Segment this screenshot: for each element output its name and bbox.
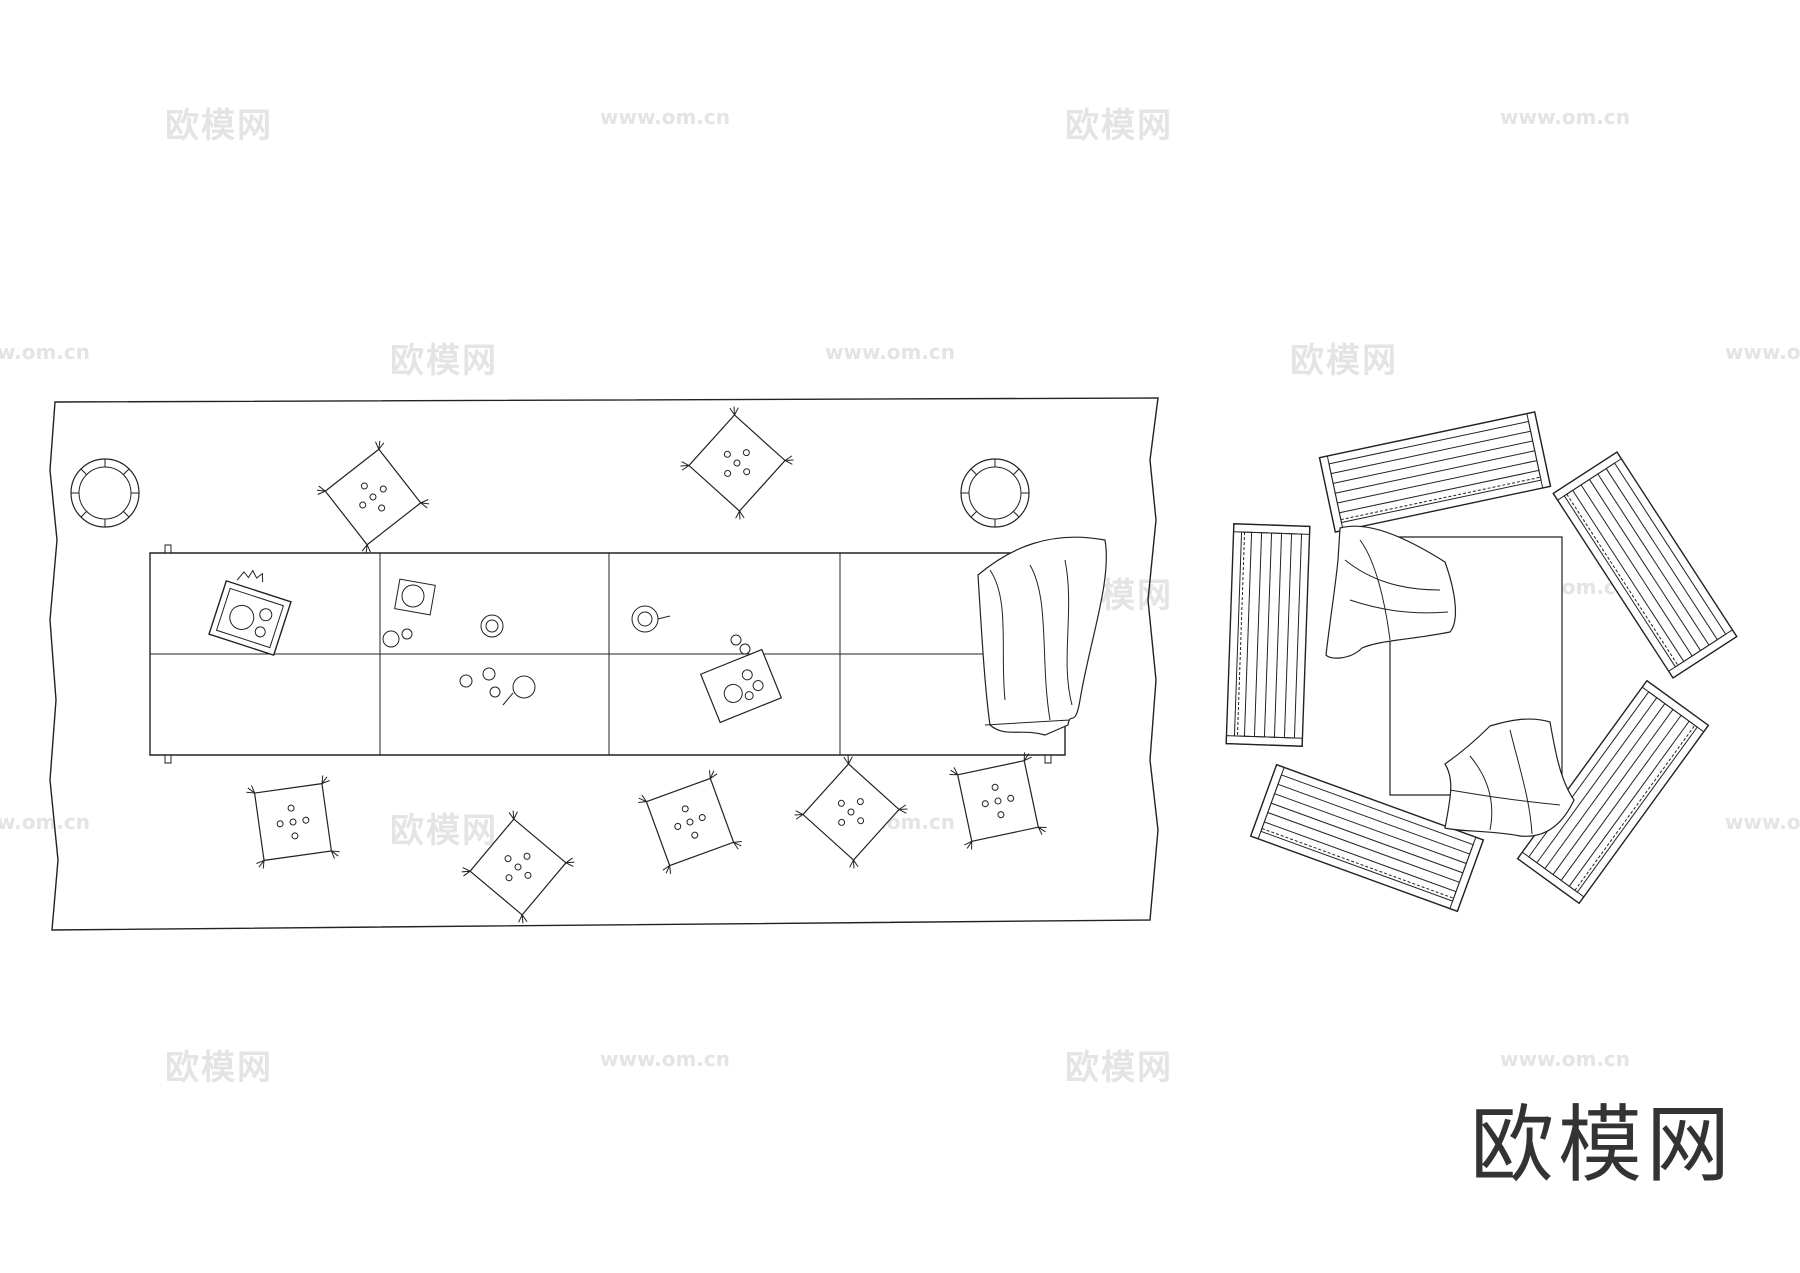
floor-cushion [677, 403, 797, 523]
slatted-bench [1225, 523, 1311, 747]
floor-cushion [244, 773, 342, 871]
brand-logo: 欧模网 [1470, 1096, 1735, 1194]
tea-set [383, 579, 750, 705]
rug-layout-right [1225, 411, 1738, 913]
snack-board [701, 650, 782, 723]
serving-tray [209, 564, 297, 655]
floor-cushion [635, 767, 745, 877]
throw-blanket [978, 537, 1106, 735]
floor-cushion [458, 807, 578, 927]
rug-layout-left [50, 398, 1158, 930]
low-bench [150, 545, 1065, 763]
rug-outline [50, 398, 1158, 930]
draped-pillow [1326, 526, 1455, 658]
round-pouf [70, 458, 140, 528]
floor-cushion [791, 752, 911, 872]
floor-cushion [947, 750, 1049, 852]
draped-throw [1445, 719, 1574, 836]
slatted-bench [1552, 451, 1738, 679]
round-pouf [960, 458, 1030, 528]
floor-cushion [313, 437, 433, 557]
slatted-bench [1318, 411, 1552, 533]
